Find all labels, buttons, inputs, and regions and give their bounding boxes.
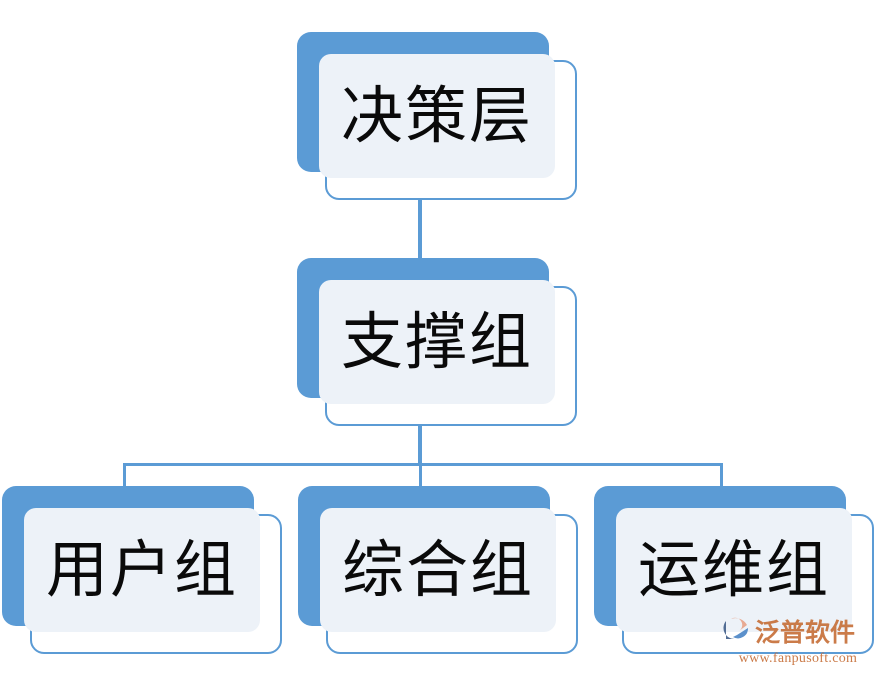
node-face <box>320 508 556 632</box>
connector-to-user-group <box>123 463 126 487</box>
node-label: 综合组 <box>341 533 534 606</box>
node-face <box>24 508 260 632</box>
node-face <box>616 508 852 632</box>
node-label: 决策层 <box>340 79 533 152</box>
node-face <box>319 280 555 404</box>
node-face <box>319 54 555 178</box>
node-user-group[interactable]: 用户组 <box>2 486 282 654</box>
node-decision-layer[interactable]: 决策层 <box>297 32 577 200</box>
connector-support-stem <box>418 424 422 466</box>
connector-to-general-group <box>419 463 422 487</box>
node-support-group[interactable]: 支撑组 <box>297 258 577 426</box>
connector-to-ops-group <box>720 463 723 487</box>
node-label: 运维组 <box>637 533 830 606</box>
node-ops-group[interactable]: 运维组 <box>594 486 874 654</box>
node-label: 用户组 <box>45 533 238 606</box>
connector-horizontal-bus <box>123 463 723 466</box>
node-label: 支撑组 <box>340 305 533 378</box>
node-general-group[interactable]: 综合组 <box>298 486 578 654</box>
connector-decision-to-support <box>418 196 422 262</box>
